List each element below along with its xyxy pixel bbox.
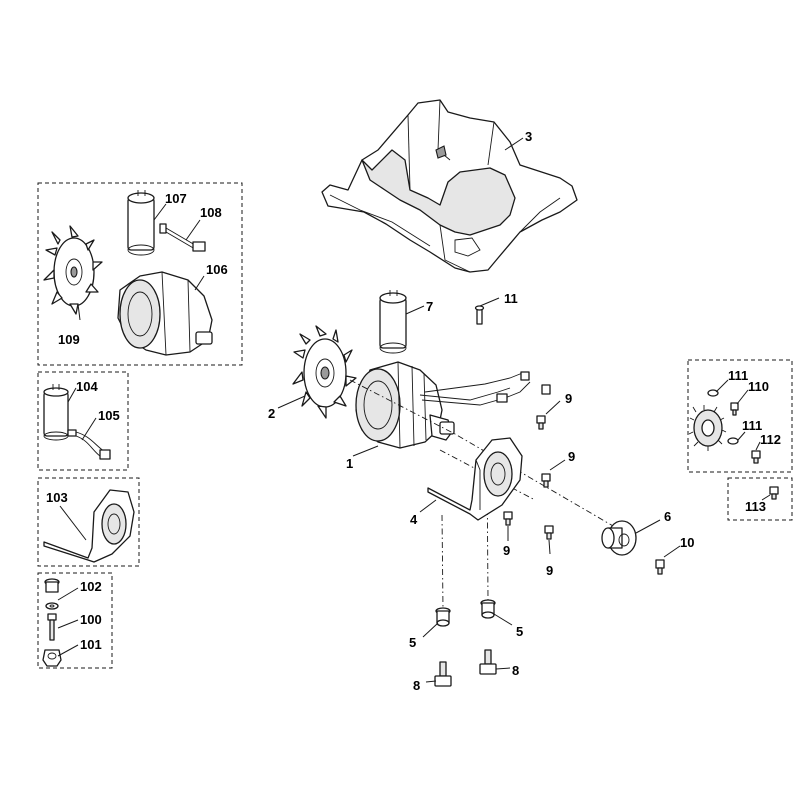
capacitor-7: [379, 290, 407, 354]
callout-108: 108: [200, 205, 222, 220]
callout-107: 107: [165, 191, 187, 206]
assembly-axis: [486, 454, 489, 601]
washer: [45, 602, 59, 610]
kit-box-screw: [727, 477, 793, 521]
motor-housing-106: [117, 271, 213, 356]
gear-assembly: [688, 405, 727, 451]
callout-9c: 9: [503, 543, 510, 558]
callout-111b: 111: [742, 418, 762, 433]
screw-9a: [536, 415, 546, 430]
callout-5b: 5: [516, 624, 523, 639]
bolt-8a: [434, 661, 452, 687]
screw-113: [769, 486, 779, 500]
screw-110: [730, 402, 739, 416]
callout-2: 2: [268, 406, 275, 421]
callout-6: 6: [664, 509, 671, 524]
nut-101: [42, 649, 62, 667]
kit-box-capacitor: [37, 371, 129, 471]
callout-104: 104: [76, 379, 98, 394]
assembly-axis: [439, 449, 536, 501]
screw-10: [655, 559, 665, 575]
pulley-6: [601, 520, 637, 556]
callout-8a: 8: [413, 678, 420, 693]
callout-100: 100: [80, 612, 102, 627]
housing-cover: [321, 99, 578, 273]
screw-9c: [503, 511, 513, 526]
kit-box-fasteners: [37, 572, 113, 669]
bushing-102: [44, 578, 60, 593]
screw-100: [47, 613, 57, 641]
motor-1: [355, 361, 551, 449]
callout-110: 110: [748, 379, 769, 394]
wire-connector-108: [159, 223, 206, 252]
bushing-5b: [480, 599, 496, 619]
callout-105: 105: [98, 408, 120, 423]
washer-111a: [707, 389, 719, 397]
callout-9a: 9: [565, 391, 572, 406]
capacitor-107: [127, 190, 155, 256]
callout-113: 113: [745, 499, 766, 514]
bolt-8b: [479, 649, 497, 675]
callout-103: 103: [46, 490, 68, 505]
callout-106: 106: [206, 262, 228, 277]
callout-109: 109: [58, 332, 80, 347]
cooling-fan-109: [43, 225, 103, 315]
washer-111b: [727, 437, 739, 445]
screw-9b: [541, 473, 551, 488]
callout-5a: 5: [409, 635, 416, 650]
callout-1: 1: [346, 456, 353, 471]
callout-9d: 9: [546, 563, 553, 578]
kit-box-gear: [687, 359, 793, 473]
callout-10: 10: [680, 535, 694, 550]
callout-11: 11: [504, 291, 518, 306]
callout-3: 3: [525, 129, 532, 144]
motor-bracket-4: [427, 437, 523, 521]
callout-8b: 8: [512, 663, 519, 678]
callout-111a: 111: [728, 368, 748, 383]
wire-connector-105: [67, 429, 111, 460]
callout-4: 4: [410, 512, 418, 527]
screw-112: [751, 450, 761, 464]
capacitor-104: [43, 384, 69, 441]
cooling-fan-2: [292, 325, 357, 419]
kit-box-bracket: [37, 477, 140, 567]
assembly-axis: [349, 379, 621, 531]
leader-lines: [57, 137, 771, 683]
callout-labels: 1 2 3 4 5 5 6 7 8 8 9 9 9 9 10 11 100 10…: [46, 129, 781, 693]
assembly-axis: [441, 514, 444, 611]
callout-101: 101: [80, 637, 102, 652]
callout-7: 7: [426, 299, 433, 314]
motor-bracket-103: [43, 489, 135, 563]
callout-9b: 9: [568, 449, 575, 464]
kit-box-motor-housing: [37, 182, 243, 366]
callout-112: 112: [760, 432, 781, 447]
bushing-5a: [435, 607, 451, 627]
screw-11: [474, 305, 485, 325]
screw-9d: [544, 525, 554, 540]
callout-102: 102: [80, 579, 102, 594]
